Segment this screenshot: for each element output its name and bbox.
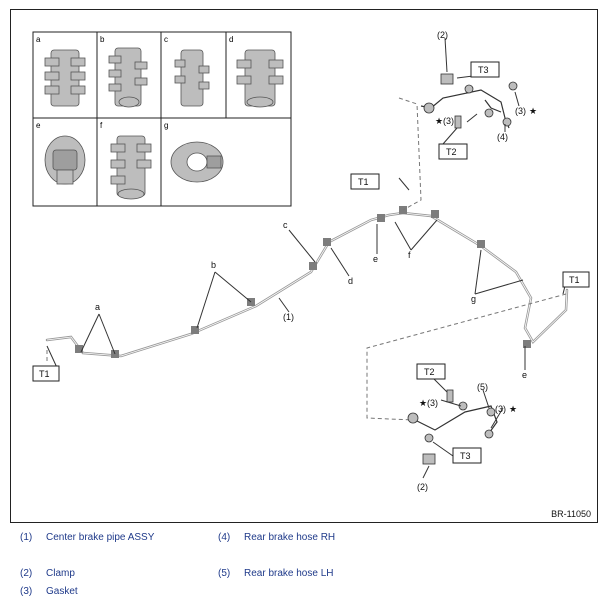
callout-3-bottom-right: (3): [495, 404, 506, 414]
callout-a: a: [95, 302, 100, 312]
callout-g: g: [471, 294, 476, 304]
exploded-diagram: a b c d e f g: [10, 9, 598, 523]
torque-box-t2-top: T2: [438, 143, 468, 160]
star-bottom-right: ★: [509, 404, 517, 414]
clip-picture-g: [170, 141, 224, 183]
clip-catalog-grid: [32, 31, 292, 207]
legend-number: (3): [20, 586, 33, 597]
legend-label: Center brake pipe ASSY: [46, 532, 155, 543]
star-top-left: ★: [435, 116, 443, 126]
callout-b: b: [211, 260, 216, 270]
torque-box-t3-top: T3: [470, 61, 500, 78]
torque-box-t1-center: T1: [350, 173, 380, 190]
callout-f: f: [408, 250, 411, 260]
callout-2-bottom: (2): [417, 482, 428, 492]
clip-picture-c: [174, 49, 210, 107]
callout-3-top-left: (3): [443, 116, 454, 126]
legend-item-gasket: (3) Gasket: [20, 586, 78, 597]
callout-d: d: [348, 276, 353, 286]
leader-lines: [46, 37, 566, 479]
legend-label: Clamp: [46, 568, 75, 579]
pipe-clips-on-route: [75, 206, 531, 358]
svg-text:T2: T2: [446, 147, 457, 157]
svg-text:T1: T1: [569, 275, 580, 285]
star-top-right: ★: [529, 106, 537, 116]
center-brake-pipe: [45, 211, 569, 358]
torque-box-t1-left: T1: [32, 365, 60, 382]
legend-number: (1): [20, 532, 33, 543]
torque-box-t1-right: T1: [562, 271, 590, 288]
clip-letter-d: d: [229, 35, 233, 44]
svg-text:T3: T3: [460, 451, 471, 461]
callout-e-1: e: [373, 254, 378, 264]
svg-text:T2: T2: [424, 367, 435, 377]
legend-item-clamp: (2) Clamp: [20, 568, 75, 579]
parts-legend: (1) Center brake pipe ASSY (4) Rear brake …: [0, 528, 606, 607]
clip-picture-f: [110, 135, 152, 200]
clip-picture-e: [44, 135, 86, 185]
star-bottom-left: ★: [419, 398, 427, 408]
svg-text:T1: T1: [39, 369, 50, 379]
diagram-canvas: a b c d e f g: [32, 30, 590, 492]
rear-hose-lh-assembly: [410, 405, 498, 437]
legend-label: Rear brake hose LH: [244, 568, 334, 579]
legend-item-center-brake-pipe: (1) Center brake pipe ASSY: [20, 532, 154, 543]
legend-item-rear-brake-hose-rh: (4) Rear brake hose RH: [218, 532, 335, 543]
svg-text:T3: T3: [478, 65, 489, 75]
callout-3-top-right: (3): [515, 106, 526, 116]
clip-letter-a: a: [36, 35, 41, 44]
callout-1: (1): [283, 312, 294, 322]
clip-letter-b: b: [100, 35, 105, 44]
dashed-routing-lines: [46, 97, 567, 421]
clip-letter-c: c: [164, 35, 168, 44]
callout-c: c: [283, 220, 288, 230]
clip-picture-d: [236, 49, 284, 108]
svg-text:T1: T1: [358, 177, 369, 187]
clip-letter-f: f: [100, 121, 103, 130]
callout-2-top: (2): [437, 30, 448, 40]
legend-number: (2): [20, 568, 33, 579]
clip-picture-b: [108, 47, 148, 108]
callout-e-2: e: [522, 370, 527, 380]
callout-3-bottom-left: (3): [427, 398, 438, 408]
clip-letter-e: e: [36, 121, 41, 130]
clip-picture-a: [44, 49, 86, 107]
torque-box-t3-bottom: T3: [452, 447, 482, 464]
legend-number: (4): [218, 532, 231, 543]
callout-5: (5): [477, 382, 488, 392]
legend-label: Gasket: [46, 586, 78, 597]
figure-id: BR-11050: [551, 509, 591, 519]
clip-letter-g: g: [164, 121, 168, 130]
legend-number: (5): [218, 568, 231, 579]
legend-item-rear-brake-hose-lh: (5) Rear brake hose LH: [218, 568, 334, 579]
torque-box-t2-bottom: T2: [416, 363, 446, 380]
legend-label: Rear brake hose RH: [244, 532, 336, 543]
callout-4: (4): [497, 132, 508, 142]
